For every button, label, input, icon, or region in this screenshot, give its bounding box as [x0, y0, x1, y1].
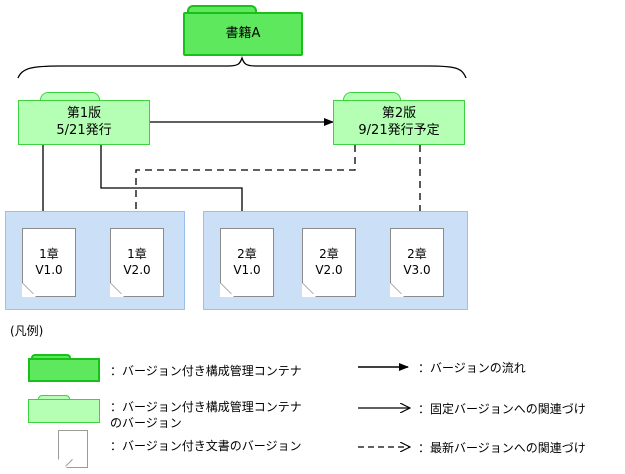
legend-icon-folder-light-green [28, 395, 100, 423]
document-chapter2-v2[interactable]: 2章 V2.0 [302, 228, 356, 297]
page-fold-cut-icon [220, 283, 234, 297]
folder-body-icon [28, 399, 100, 423]
document-chapter1-v1-label: 1章 V1.0 [35, 246, 63, 277]
version-container-edition-1[interactable]: 第1版 5/21発行 [18, 92, 150, 145]
legend-icon-document-white [58, 430, 88, 468]
folder-body-icon [18, 100, 150, 145]
brace-container-to-versions [17, 55, 467, 79]
version-container-edition-2-label: 第2版 9/21発行予定 [358, 106, 440, 138]
document-chapter2-v3[interactable]: 2章 V3.0 [390, 228, 444, 297]
folder-tab-icon [31, 354, 71, 361]
folder-tab-icon [38, 395, 70, 402]
arrow-fixed-v1-to-ch2-v1 [100, 145, 242, 227]
document-chapter1-v1[interactable]: 1章 V1.0 [22, 228, 76, 297]
legend-icon-folder-dark-green [28, 354, 100, 382]
document-chapter2-v2-label: 2章 V2.0 [315, 246, 343, 277]
version-container-edition-2[interactable]: 第2版 9/21発行予定 [333, 92, 465, 145]
page-fold-cut-icon [110, 283, 124, 297]
legend-label-version-flow: ：バージョンの流れ [418, 361, 526, 375]
arrow-latest-v2-to-ch1-v2 [136, 145, 356, 227]
legend-label-container: ：バージョン付き構成管理コンテナ [110, 364, 302, 378]
page-fold-cut-icon [58, 459, 67, 468]
document-chapter2-v1-label: 2章 V1.0 [233, 246, 261, 277]
container-book-a[interactable]: 書籍A [183, 5, 303, 56]
document-chapter1-v2-label: 1章 V2.0 [123, 246, 151, 277]
legend-label-document-version: ：バージョン付き文書のバージョン [110, 439, 302, 453]
document-chapter2-v1[interactable]: 2章 V1.0 [220, 228, 274, 297]
folder-body-icon [183, 12, 303, 56]
folder-body-icon [333, 100, 465, 145]
legend-label-fixed-version-link: ：固定バージョンへの関連づけ [418, 402, 586, 416]
document-chapter1-v2[interactable]: 1章 V2.0 [110, 228, 164, 297]
legend-label-container-version: ：バージョン付き構成管理コンテナ のバージョン [110, 400, 302, 431]
page-fold-cut-icon [22, 283, 36, 297]
folder-body-icon [28, 358, 100, 382]
page-fold-cut-icon [302, 283, 316, 297]
page-fold-cut-icon [390, 283, 404, 297]
version-container-edition-1-label: 第1版 5/21発行 [56, 106, 112, 138]
legend-title: (凡例) [10, 324, 44, 338]
document-chapter2-v3-label: 2章 V3.0 [403, 246, 431, 277]
legend-label-latest-version-link: ：最新バージョンへの関連づけ [418, 441, 586, 455]
container-book-a-label: 書籍A [225, 25, 261, 41]
